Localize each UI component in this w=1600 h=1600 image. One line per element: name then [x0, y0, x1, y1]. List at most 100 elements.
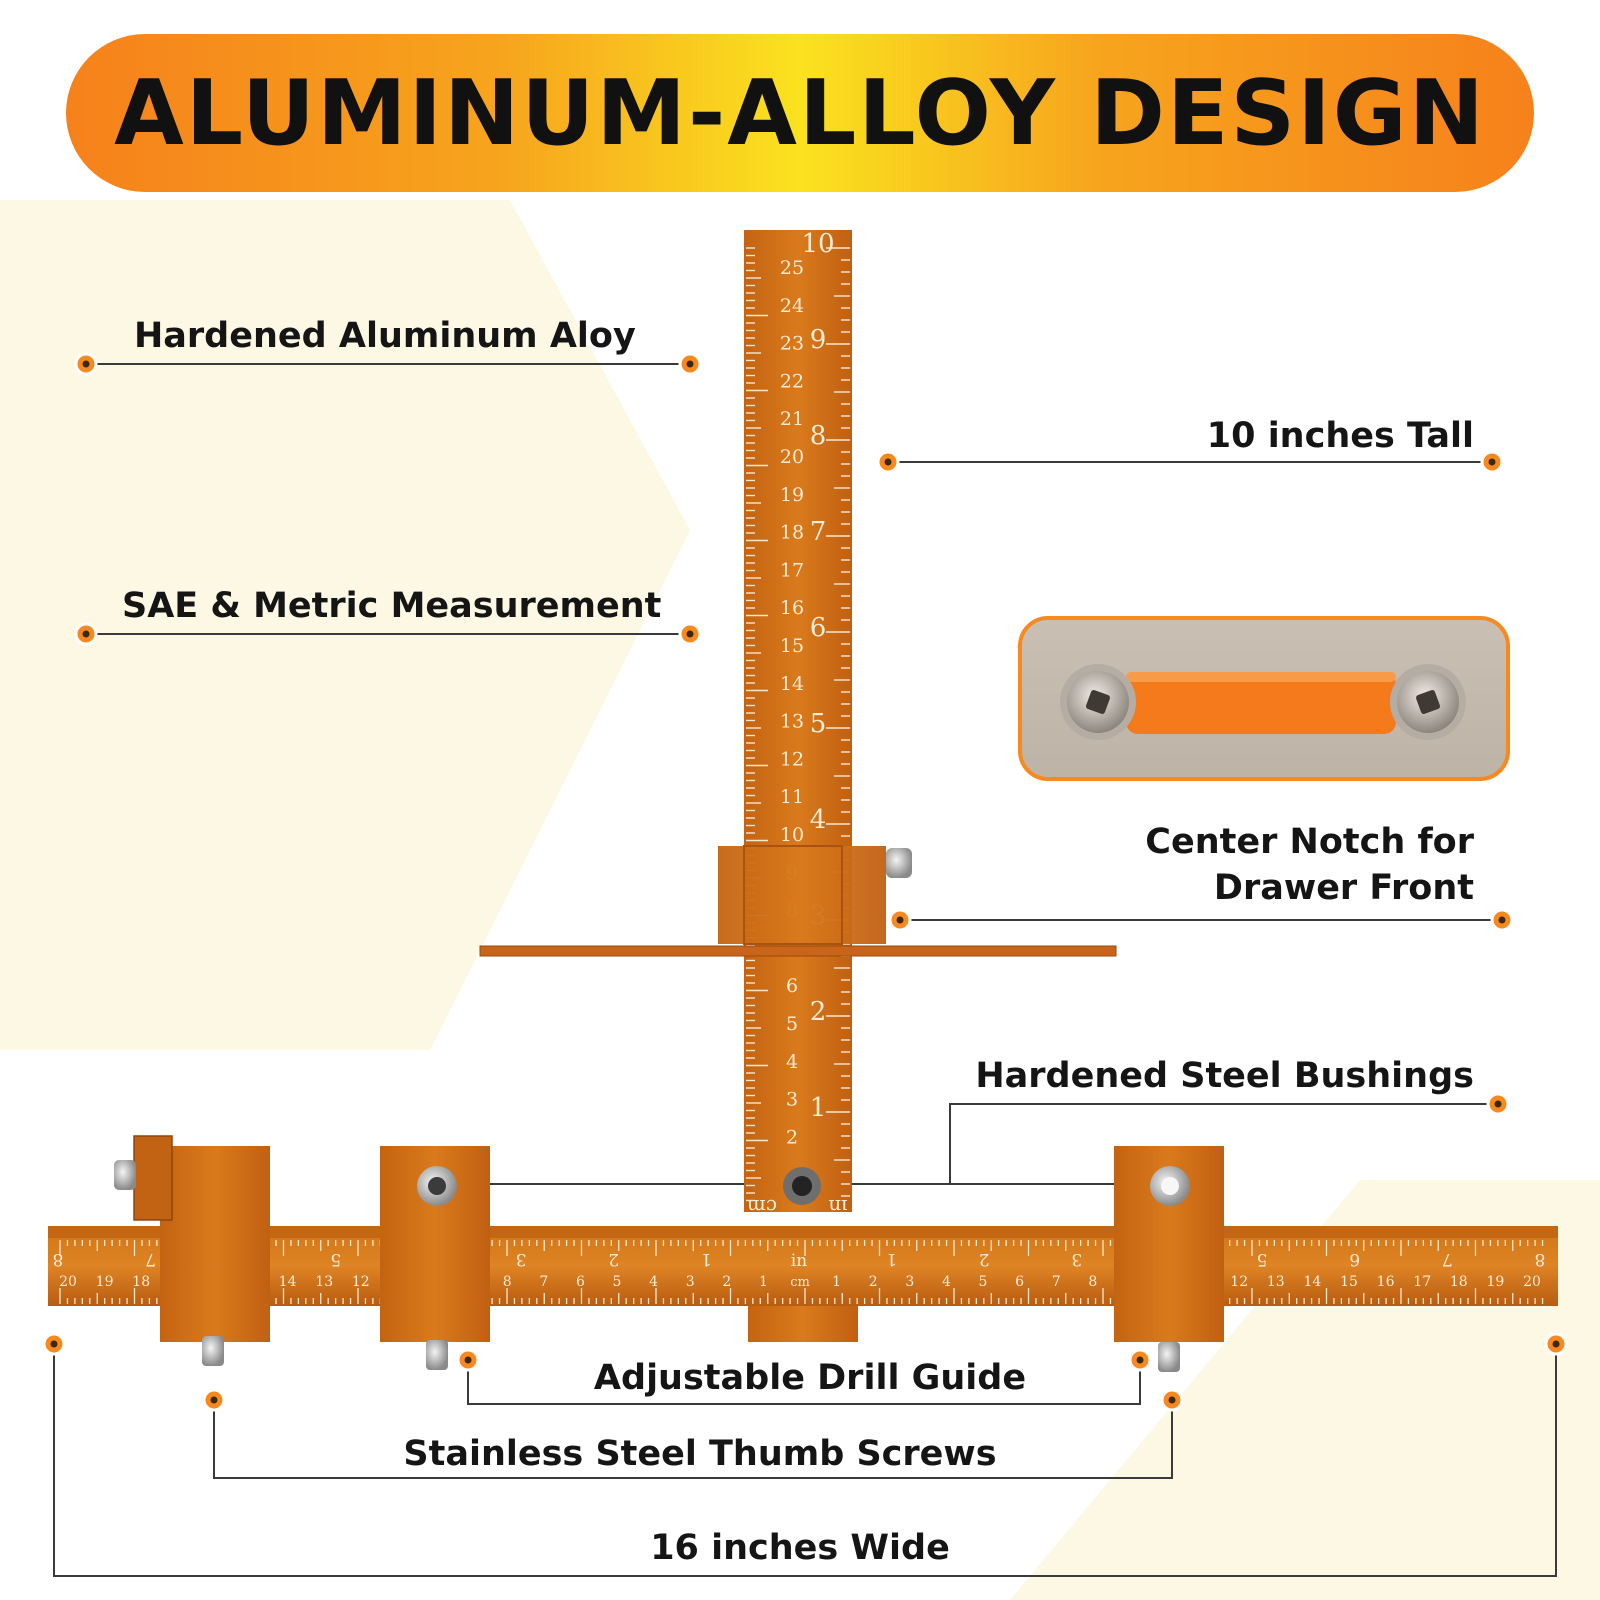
horizontal-inch-label: 7: [145, 1249, 156, 1269]
horizontal-cm-label: 12: [1230, 1274, 1248, 1290]
horizontal-inch-label: 5: [1257, 1249, 1268, 1269]
title-banner: ALUMINUM-ALLOY DESIGN: [66, 34, 1534, 192]
vertical-inch-label: 7: [810, 517, 827, 547]
vertical-cm-label: 2: [786, 1126, 798, 1148]
vertical-cm-label: 22: [780, 370, 804, 392]
horizontal-cm-label: 7: [1052, 1274, 1061, 1290]
horizontal-cm-label: 14: [1303, 1274, 1321, 1290]
vertical-cm-label: 3: [786, 1089, 798, 1111]
center-notch-inset: [1018, 616, 1510, 781]
horizontal-cm-label: 16: [1377, 1274, 1395, 1290]
vertical-cm-label: 24: [780, 295, 804, 317]
vertical-cm-label: 13: [780, 711, 804, 733]
vertical-inch-label: 4: [810, 805, 827, 835]
page-title: ALUMINUM-ALLOY DESIGN: [114, 60, 1486, 166]
vertical-cm-label: 4: [786, 1051, 798, 1073]
horizontal-cm-label: 20: [59, 1274, 77, 1290]
vertical-cm-label: 14: [780, 673, 804, 695]
horizontal-cm-label: 14: [279, 1274, 297, 1290]
vertical-cm-label: 20: [780, 446, 804, 468]
vertical-cm-label: 12: [780, 748, 804, 770]
horizontal-inch-label: 2: [979, 1249, 990, 1269]
vertical-cm-label: 11: [780, 786, 804, 808]
vertical-inch-label: 6: [810, 613, 827, 643]
vertical-cm-label: 10: [780, 824, 804, 846]
horizontal-cm-label: 18: [1450, 1274, 1468, 1290]
horizontal-inch-label: 5: [330, 1249, 341, 1269]
horizontal-cm-label: 17: [1413, 1274, 1431, 1290]
vertical-cm-label: 5: [786, 1013, 798, 1035]
horizontal-inch-label: 6: [1349, 1249, 1360, 1269]
horizontal-inch-label: 8: [1535, 1249, 1546, 1269]
label-center-notch-line2: Drawer Front: [1213, 868, 1474, 908]
vertical-cm-label: 21: [780, 408, 804, 430]
label-height: 10 inches Tall: [1206, 416, 1474, 456]
horizontal-cm-label: 18: [132, 1274, 150, 1290]
horizontal-cm-label: 5: [979, 1274, 988, 1290]
horizontal-cm-label: 3: [686, 1274, 695, 1290]
drill-guide-left[interactable]: [380, 1146, 490, 1370]
horizontal-inch-label: 1: [701, 1249, 712, 1269]
horizontal-cm-label: 20: [1523, 1274, 1541, 1290]
horizontal-ruler: 87654321in123456782019181716151413121110…: [48, 1226, 1558, 1306]
horizontal-cm-label: 7: [539, 1274, 548, 1290]
label-width: 16 inches Wide: [650, 1528, 950, 1568]
horizontal-cm-label: 19: [96, 1274, 114, 1290]
horizontal-cm-label: 13: [1267, 1274, 1285, 1290]
horizontal-inch-label: 2: [608, 1249, 619, 1269]
vertical-cm-label: 16: [780, 597, 804, 619]
label-bushings: Hardened Steel Bushings: [975, 1056, 1474, 1096]
horizontal-inch-label: in: [791, 1251, 807, 1271]
label-center-notch-line1: Center Notch for: [1145, 822, 1474, 862]
horizontal-inch-label: 3: [1071, 1249, 1082, 1269]
horizontal-cm-label: 15: [1340, 1274, 1358, 1290]
horizontal-cm-label: 4: [942, 1274, 951, 1290]
center-fence: [479, 845, 1117, 957]
center-notch-image: [1060, 664, 1466, 740]
horizontal-cm-label: 8: [1088, 1274, 1097, 1290]
horizontal-inch-label: 7: [1442, 1249, 1453, 1269]
horizontal-cm-label: 19: [1486, 1274, 1504, 1290]
horizontal-cm-label: 6: [576, 1274, 585, 1290]
vertical-cm-label: 25: [780, 257, 804, 279]
vertical-inch-label: 8: [810, 421, 827, 451]
label-sae-metric: SAE & Metric Measurement: [122, 586, 662, 626]
vertical-cm-label: 17: [780, 559, 804, 581]
horizontal-inch-label: 1: [886, 1249, 897, 1269]
horizontal-cm-label: 12: [352, 1274, 370, 1290]
vertical-ruler: 1098765432125242322212019181716151413121…: [744, 229, 852, 1219]
vertical-inch-label: 10: [801, 229, 834, 259]
horizontal-cm-label: 8: [503, 1274, 512, 1290]
drill-guide-right[interactable]: [1114, 1146, 1224, 1372]
horizontal-cm-label: 4: [649, 1274, 658, 1290]
vertical-inch-label: 9: [810, 325, 827, 355]
horizontal-cm-label: 13: [315, 1274, 333, 1290]
horizontal-cm-label: 5: [613, 1274, 622, 1290]
vertical-unit-label: cm: [747, 1195, 777, 1219]
vertical-unit-label: in: [828, 1195, 847, 1219]
vertical-inch-label: 2: [810, 997, 827, 1027]
vertical-cm-label: 19: [780, 484, 804, 506]
horizontal-inch-label: 3: [516, 1249, 527, 1269]
horizontal-cm-label: 6: [1015, 1274, 1024, 1290]
horizontal-cm-label: 2: [722, 1274, 731, 1290]
vertical-inch-label: 5: [810, 709, 827, 739]
horizontal-inch-label: 8: [53, 1249, 64, 1269]
horizontal-cm-label: cm: [790, 1275, 810, 1290]
label-hardened-aluminum: Hardened Aluminum Aloy: [134, 316, 636, 356]
horizontal-cm-label: 1: [759, 1274, 768, 1290]
vertical-cm-label: 23: [780, 333, 804, 355]
horizontal-cm-label: 1: [832, 1274, 841, 1290]
vertical-cm-label: 6: [786, 975, 798, 997]
center-block: [748, 1167, 858, 1342]
vertical-cm-label: 18: [780, 522, 804, 544]
vertical-cm-label: 15: [780, 635, 804, 657]
horizontal-cm-label: 3: [905, 1274, 914, 1290]
fence-thumb-screw[interactable]: [886, 848, 912, 878]
end-stop-left[interactable]: [114, 1135, 270, 1366]
vertical-inch-label: 1: [810, 1093, 827, 1123]
label-drill-guide: Adjustable Drill Guide: [593, 1358, 1027, 1398]
label-thumb-screws: Stainless Steel Thumb Screws: [403, 1434, 997, 1474]
